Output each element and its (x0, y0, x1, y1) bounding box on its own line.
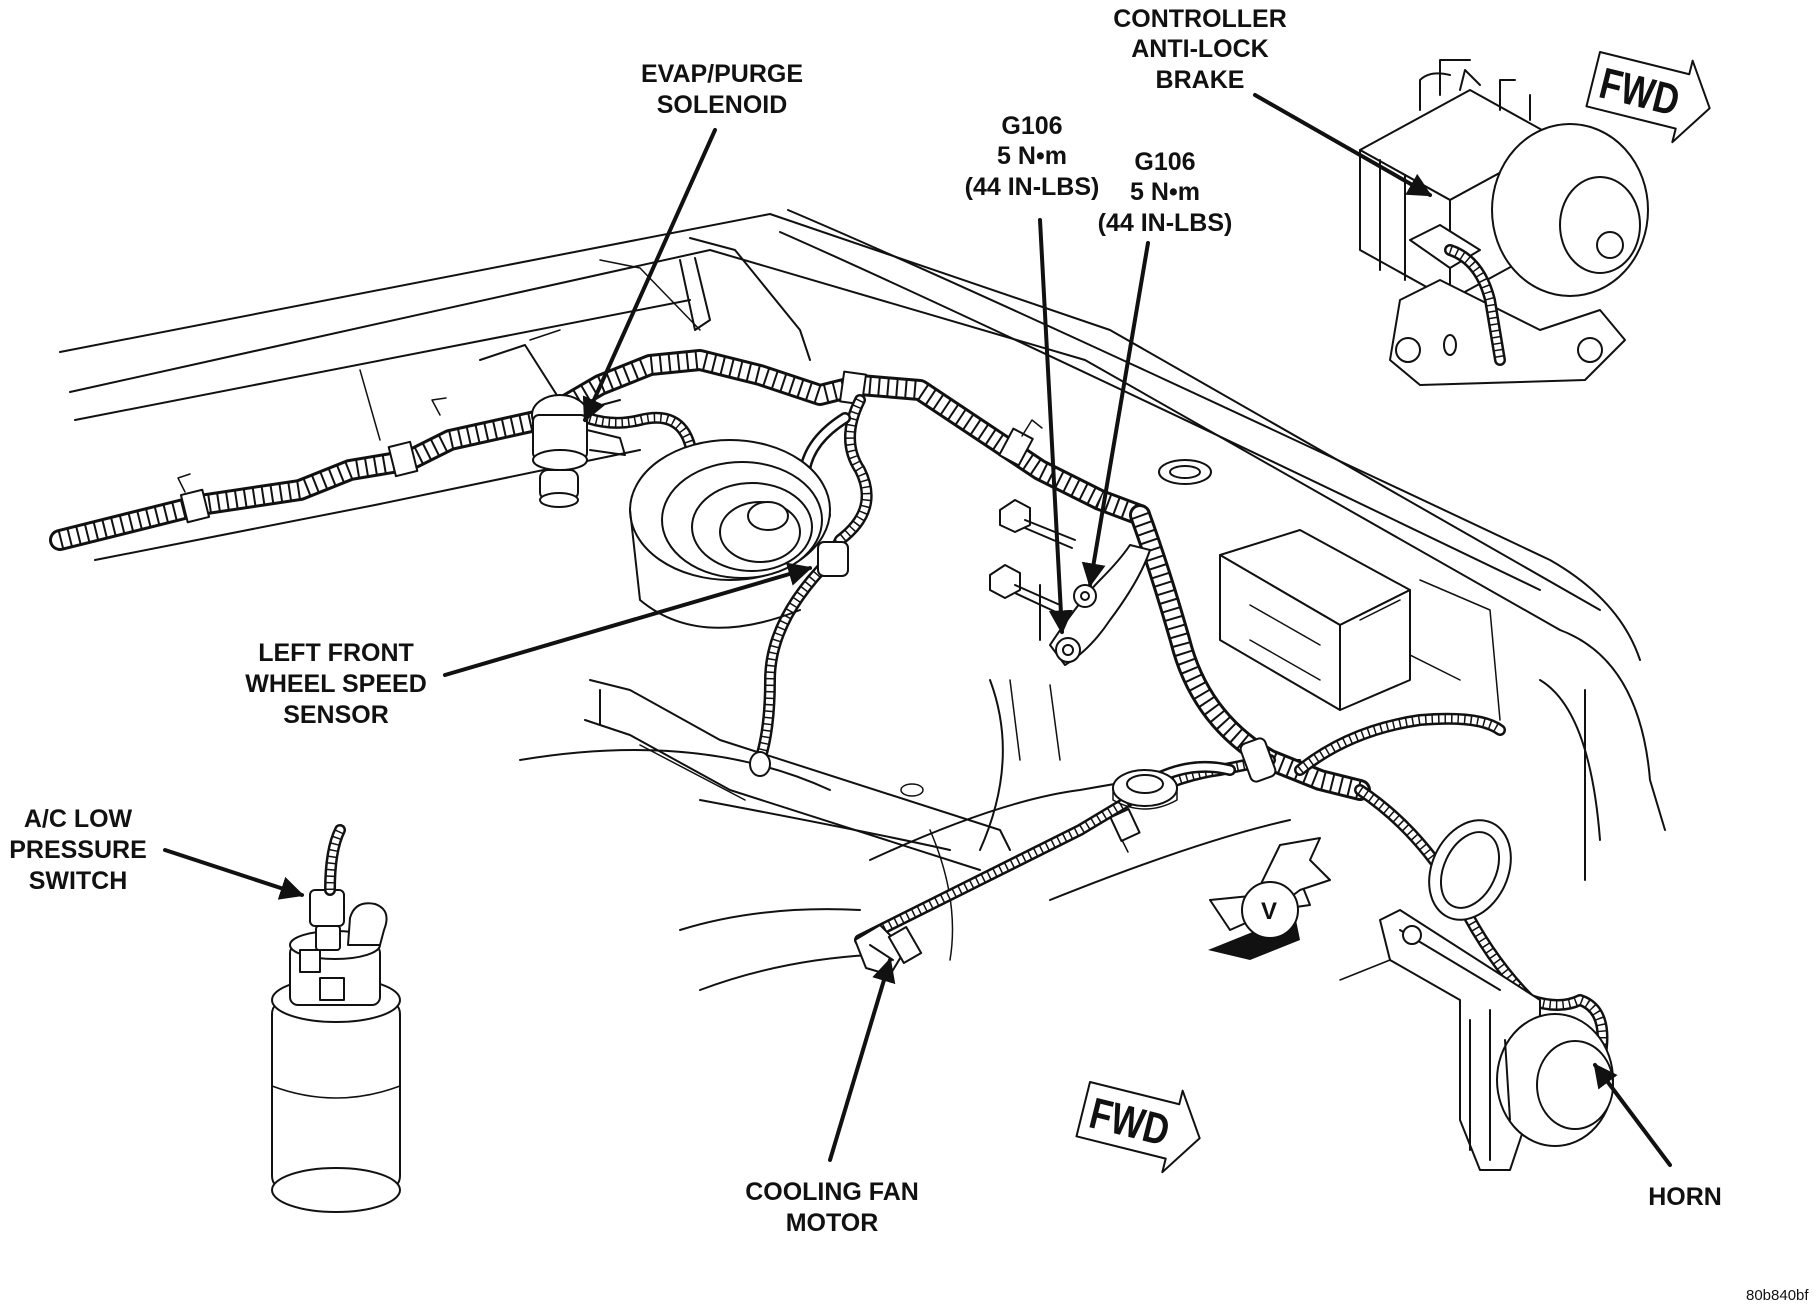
svg-text:(44 IN-LBS): (44 IN-LBS) (1098, 209, 1233, 237)
label-evap-purge-solenoid: EVAP/PURGE SOLENOID (641, 60, 803, 119)
svg-text:5 N•m: 5 N•m (997, 142, 1067, 170)
svg-text:LEFT FRONT: LEFT FRONT (258, 639, 414, 667)
label-horn: HORN (1648, 1183, 1722, 1211)
svg-text:(44 IN-LBS): (44 IN-LBS) (965, 173, 1100, 201)
svg-text:SWITCH: SWITCH (29, 867, 128, 895)
svg-text:COOLING FAN: COOLING FAN (745, 1178, 919, 1206)
label-g106-left: G106 5 N•m (44 IN-LBS) (965, 112, 1100, 201)
ground-bolt-lower (989, 564, 1061, 614)
leader-lines (163, 93, 1672, 1167)
svg-text:SENSOR: SENSOR (283, 701, 389, 729)
svg-text:SOLENOID: SOLENOID (657, 91, 788, 119)
ac-low-pressure-switch (309, 824, 346, 951)
label-left-front-wheel-speed-sensor: LEFT FRONT WHEEL SPEED SENSOR (245, 639, 427, 729)
svg-text:WHEEL SPEED: WHEEL SPEED (245, 670, 427, 698)
svg-text:EVAP/PURGE: EVAP/PURGE (641, 60, 803, 88)
controller-anti-lock-brake (1359, 59, 1649, 386)
view-marker-label: V (1261, 898, 1277, 925)
radiator-support (519, 679, 1301, 991)
fwd-arrow-bottom: FWD (1075, 1081, 1201, 1174)
svg-text:PRESSURE: PRESSURE (9, 836, 147, 864)
wheel-speed-sensor-connector (817, 541, 849, 577)
svg-text:ANTI-LOCK: ANTI-LOCK (1131, 35, 1268, 63)
label-cooling-fan-motor: COOLING FAN MOTOR (745, 1178, 919, 1237)
label-ac-low-pressure-switch: A/C LOW PRESSURE SWITCH (9, 805, 147, 895)
horn-assembly (1339, 909, 1614, 1171)
power-distribution-center (1219, 529, 1411, 711)
radiator-cap (1112, 769, 1178, 810)
svg-text:G106: G106 (1134, 148, 1195, 176)
evap-purge-solenoid (531, 394, 626, 508)
svg-text:MOTOR: MOTOR (786, 1209, 879, 1237)
svg-text:G106: G106 (1001, 112, 1062, 140)
figure-code: 80b840bf (1746, 1287, 1809, 1304)
ground-g106 (1049, 544, 1151, 666)
hose-clamp (1158, 459, 1212, 485)
engine-pulley (629, 439, 831, 629)
main-wiring-harness (49, 349, 1151, 551)
view-marker: V (1208, 837, 1331, 960)
svg-text:A/C LOW: A/C LOW (24, 805, 133, 833)
label-controller-anti-lock-brake: CONTROLLER ANTI-LOCK BRAKE (1113, 5, 1287, 94)
harness-grommet (1428, 819, 1512, 921)
svg-text:CONTROLLER: CONTROLLER (1113, 5, 1287, 33)
svg-text:HORN: HORN (1648, 1183, 1722, 1211)
ground-bolt-upper (999, 499, 1076, 549)
svg-text:BRAKE: BRAKE (1156, 66, 1245, 94)
label-g106-right: G106 5 N•m (44 IN-LBS) (1098, 148, 1233, 237)
svg-text:5 N•m: 5 N•m (1130, 178, 1200, 206)
